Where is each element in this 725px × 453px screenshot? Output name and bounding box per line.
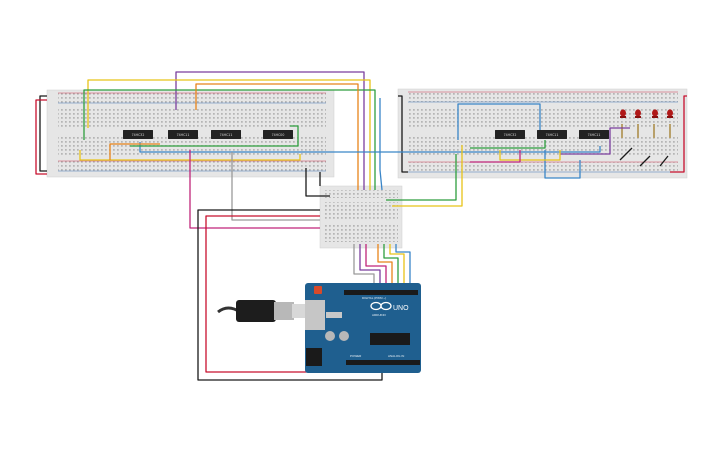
wire-green	[386, 154, 457, 201]
wire-black	[619, 147, 669, 167]
chip-label: 74HC32	[504, 133, 517, 137]
power-header-label: POWER	[350, 354, 362, 358]
chip-label: 74HC11	[588, 133, 601, 137]
wire-blue	[379, 98, 383, 191]
analog-header-label: ANALOG IN	[388, 354, 404, 358]
chips-right: 74HC32 74HC11 74HC11	[495, 130, 609, 139]
wire-blue	[544, 150, 581, 179]
chip-left-2: 74HC11	[168, 130, 198, 139]
wire-orange	[109, 143, 160, 160]
wire-purple	[560, 127, 630, 155]
chip-left-1: 74HC32	[123, 130, 153, 139]
wire-yellow	[389, 244, 405, 288]
wire-black	[39, 95, 47, 172]
wire-magenta	[365, 244, 387, 288]
wire-black	[305, 168, 330, 197]
led-1	[620, 109, 626, 118]
wire-green	[83, 89, 376, 190]
wire-purple	[359, 244, 381, 288]
chip-label: 74HC11	[177, 133, 190, 137]
wire-purple	[175, 71, 365, 190]
led-2	[635, 109, 641, 118]
wire-blue	[139, 142, 601, 153]
breadboard-small	[319, 185, 403, 249]
led-3	[652, 109, 658, 118]
arduino-uno: UNO ARDUINO DIGITAL (PWM ~) POWER ANALOG…	[305, 283, 421, 373]
wire-orange	[377, 244, 393, 288]
chip-label: 74HC11	[220, 133, 233, 137]
resistors	[621, 124, 671, 138]
chip-right-3: 74HC11	[579, 130, 609, 139]
wire-blue	[457, 103, 541, 140]
board-model: UNO	[393, 305, 409, 312]
arduino-logo-icon	[370, 301, 392, 311]
chip-label: 74HC32	[132, 133, 145, 137]
wire-gray	[353, 244, 375, 288]
wire-red	[35, 99, 47, 175]
wire-yellow	[87, 79, 371, 190]
rail-top-left	[58, 93, 326, 103]
wire-green	[130, 125, 299, 147]
chips-left: 74HC32 74HC11 74HC11 74HC00	[123, 130, 293, 139]
wire-red	[670, 95, 687, 173]
board-brand: ARDUINO	[372, 313, 387, 317]
chip-left-3: 74HC11	[211, 130, 241, 139]
wire-blue	[395, 244, 411, 288]
wire-yellow	[499, 150, 561, 161]
wire-black	[398, 95, 408, 173]
wire-yellow	[392, 145, 463, 207]
reset-button[interactable]	[314, 286, 322, 294]
wire-green	[383, 244, 399, 288]
chip-label: 74HC00	[272, 133, 285, 137]
wire-gray	[231, 152, 320, 221]
chip-right-2: 74HC11	[537, 130, 567, 139]
led-4	[667, 109, 673, 118]
usb-cable	[217, 300, 306, 322]
digital-header-label: DIGITAL (PWM ~)	[362, 296, 386, 300]
chip-label: 74HC11	[546, 133, 559, 137]
wire-green	[470, 140, 546, 149]
wire-magenta	[189, 150, 320, 229]
led-array	[620, 109, 673, 138]
wire-black	[197, 209, 383, 381]
rail-bottom-left	[58, 161, 326, 171]
chip-left-4: 74HC00	[263, 130, 293, 139]
wire-magenta	[470, 150, 521, 163]
chip-right-1: 74HC32	[495, 130, 525, 139]
wire-orange	[195, 83, 359, 190]
